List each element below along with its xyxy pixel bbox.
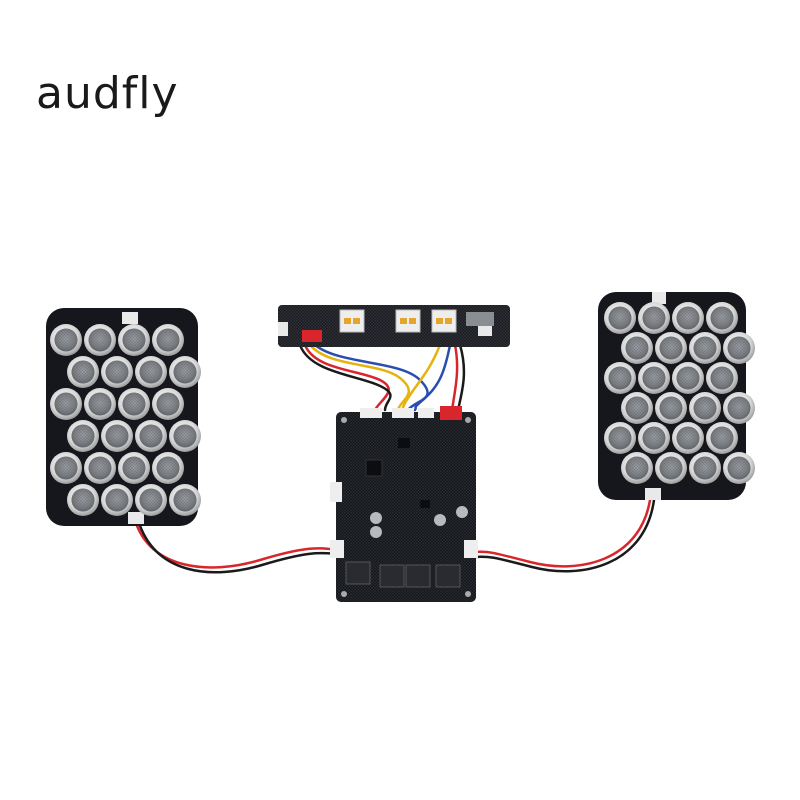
transducer-mesh-texture <box>71 360 95 384</box>
transducer-mesh-texture <box>642 426 666 450</box>
right-transducer-array <box>598 292 755 500</box>
transducer-mesh-texture <box>710 366 734 390</box>
transducer-mesh-texture <box>105 424 129 448</box>
transducer-mesh-texture <box>54 328 78 352</box>
transducer-mesh-texture <box>625 336 649 360</box>
transducer-mesh-texture <box>676 426 700 450</box>
transducer-mesh-texture <box>105 360 129 384</box>
transducer-mesh-texture <box>139 488 163 512</box>
transducer-mesh-texture <box>608 426 632 450</box>
transducer-mesh-texture <box>71 488 95 512</box>
transducer-mesh-texture <box>608 366 632 390</box>
transducer-mesh-texture <box>156 392 180 416</box>
left-transducer-array <box>46 308 201 526</box>
transducer-mesh-texture <box>88 328 112 352</box>
transducer-mesh-texture <box>727 456 751 480</box>
transducer-mesh-texture <box>693 336 717 360</box>
transducer-mesh-texture <box>54 392 78 416</box>
transducer-mesh-texture <box>71 424 95 448</box>
transducer-mesh-texture <box>139 424 163 448</box>
transducer-mesh-texture <box>710 426 734 450</box>
transducer-mesh-texture <box>156 456 180 480</box>
connector-strip-board <box>278 305 510 347</box>
transducer-mesh-texture <box>625 456 649 480</box>
transducer-mesh-texture <box>54 456 78 480</box>
transducer-mesh-texture <box>139 360 163 384</box>
transducer-mesh-texture <box>105 488 129 512</box>
transducer-mesh-texture <box>727 396 751 420</box>
transducer-mesh-texture <box>88 392 112 416</box>
brand-logo: audfly <box>36 68 179 119</box>
transducer-mesh-texture <box>642 306 666 330</box>
transducer-mesh-texture <box>727 336 751 360</box>
transducer-mesh-texture <box>122 392 146 416</box>
main-driver-board <box>330 406 478 602</box>
transducer-mesh-texture <box>659 396 683 420</box>
transducer-mesh-texture <box>608 306 632 330</box>
transducer-mesh-texture <box>659 456 683 480</box>
transducer-mesh-texture <box>88 456 112 480</box>
transducer-mesh-texture <box>122 328 146 352</box>
transducer-mesh-texture <box>173 360 197 384</box>
transducer-mesh-texture <box>156 328 180 352</box>
transducer-mesh-texture <box>122 456 146 480</box>
transducer-mesh-texture <box>659 336 683 360</box>
transducer-mesh-texture <box>676 366 700 390</box>
transducer-mesh-texture <box>625 396 649 420</box>
transducer-mesh-texture <box>710 306 734 330</box>
transducer-mesh-texture <box>693 456 717 480</box>
transducer-mesh-texture <box>693 396 717 420</box>
transducer-mesh-texture <box>642 366 666 390</box>
transducer-mesh-texture <box>676 306 700 330</box>
transducer-mesh-texture <box>173 424 197 448</box>
transducer-mesh-texture <box>173 488 197 512</box>
wire-bundle <box>133 343 656 574</box>
